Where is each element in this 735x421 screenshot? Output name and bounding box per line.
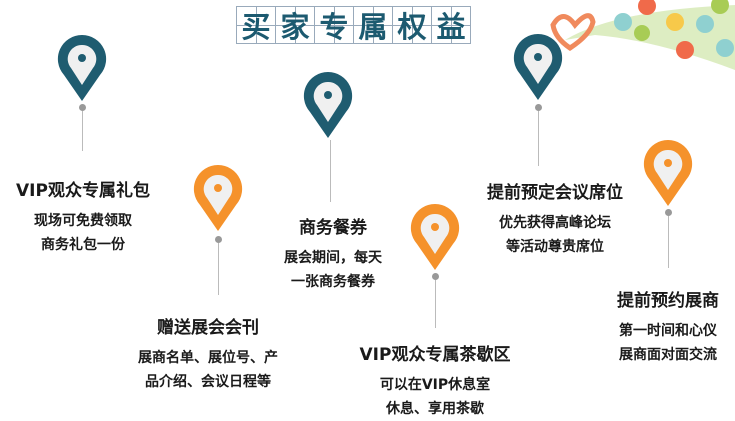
page-title: 买 家 专 属 权 益 xyxy=(236,6,471,44)
location-pin-icon xyxy=(512,32,564,102)
benefit-title: 提前预定会议席位 xyxy=(487,183,623,203)
benefit-meal-voucher: 商务餐券 展会期间，每天 一张商务餐券 xyxy=(258,213,408,294)
benefit-desc: 等活动尊贵席位 xyxy=(506,239,604,255)
title-char: 属 xyxy=(354,7,393,44)
connector-line xyxy=(538,111,539,166)
benefit-tea-break: VIP观众专属茶歇区 可以在VIP休息室 休息、享用茶歇 xyxy=(335,340,535,421)
pin-knob xyxy=(79,104,86,111)
connector-line xyxy=(330,140,331,202)
benefit-exhibitor-appointment: 提前预约展商 第一时间和心仪 展商面对面交流 xyxy=(598,286,735,367)
benefit-desc: 现场可免费领取 xyxy=(34,213,132,229)
benefit-desc: 休息、享用茶歇 xyxy=(386,401,484,417)
location-pin-icon xyxy=(642,138,694,208)
connector-line xyxy=(435,280,436,328)
benefit-desc: 第一时间和心仪 xyxy=(619,323,717,339)
connector-line xyxy=(82,111,83,151)
benefit-desc: 展商名单、展位号、产 xyxy=(138,350,278,366)
benefit-title: 提前预约展商 xyxy=(617,291,719,311)
benefit-desc: 品介绍、会议日程等 xyxy=(145,374,271,390)
benefit-catalog: 赠送展会会刊 展商名单、展位号、产 品介绍、会议日程等 xyxy=(103,313,313,394)
pin-knob xyxy=(432,273,439,280)
benefit-desc: 展会期间，每天 xyxy=(284,250,382,266)
pin-knob xyxy=(665,209,672,216)
benefit-title: VIP观众专属茶歇区 xyxy=(359,345,511,365)
pin-knob xyxy=(535,104,542,111)
title-char: 家 xyxy=(276,7,315,44)
connector-line xyxy=(218,243,219,295)
title-char: 权 xyxy=(393,7,432,44)
title-char: 专 xyxy=(315,7,354,44)
location-pin-icon xyxy=(409,202,461,272)
title-char: 买 xyxy=(237,7,276,44)
benefit-desc: 优先获得高峰论坛 xyxy=(499,215,611,231)
benefit-title: 商务餐券 xyxy=(299,218,367,238)
benefit-desc: 一张商务餐券 xyxy=(291,274,375,290)
benefit-desc: 商务礼包一份 xyxy=(41,237,125,253)
connector-line xyxy=(668,216,669,268)
benefit-desc: 可以在VIP休息室 xyxy=(379,377,491,393)
location-pin-icon xyxy=(56,33,108,103)
benefit-title: VIP观众专属礼包 xyxy=(16,181,150,201)
health-wave-decoration xyxy=(550,0,735,70)
location-pin-icon xyxy=(302,70,354,140)
location-pin-icon xyxy=(192,163,244,233)
benefit-seat-reservation: 提前预定会议席位 优先获得高峰论坛 等活动尊贵席位 xyxy=(460,178,650,259)
benefit-gift-pack: VIP观众专属礼包 现场可免费领取 商务礼包一份 xyxy=(2,176,164,257)
pin-knob xyxy=(215,236,222,243)
benefit-desc: 展商面对面交流 xyxy=(619,347,717,363)
title-char: 益 xyxy=(432,7,470,44)
benefit-title: 赠送展会会刊 xyxy=(157,318,259,338)
